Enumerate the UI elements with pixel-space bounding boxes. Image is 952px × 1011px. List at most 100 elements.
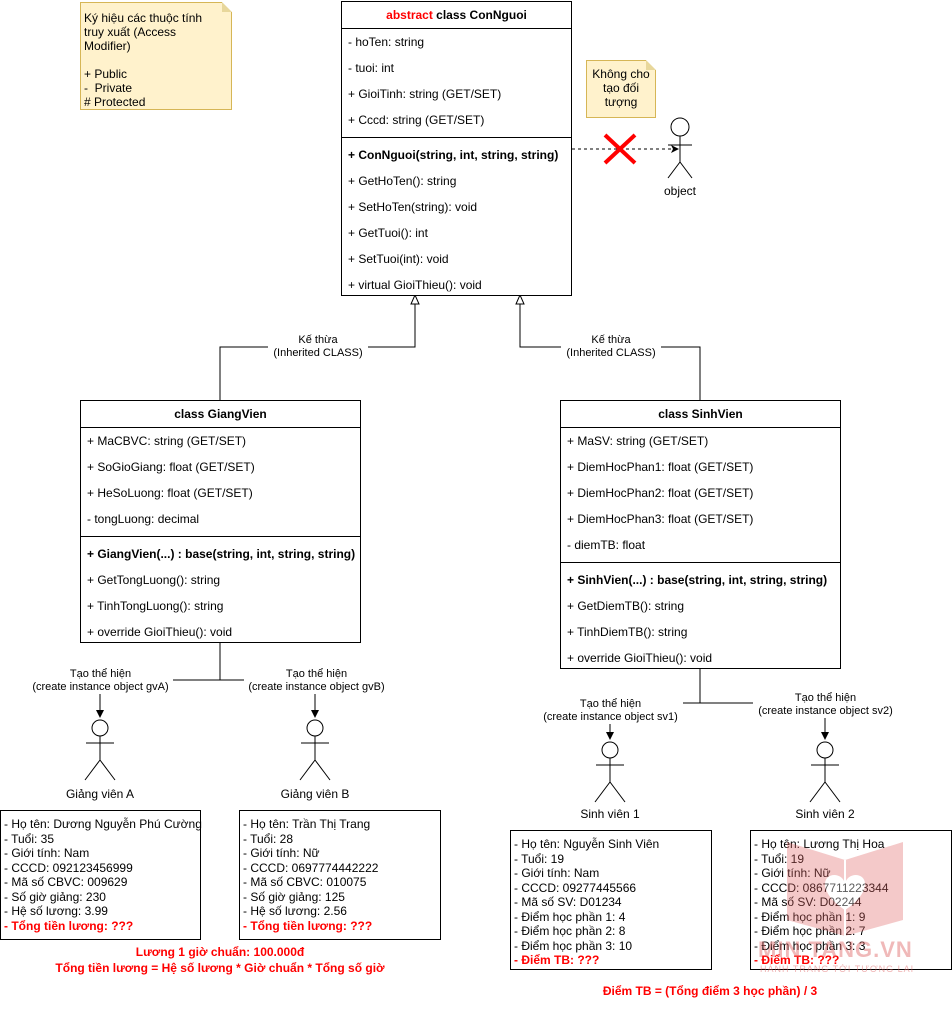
method: + SetTuoi(int): void: [348, 252, 449, 266]
info-line: - Hệ số lương: 3.99: [4, 904, 108, 918]
constructor: + ConNguoi(string, int, string, string): [348, 148, 559, 162]
info-line: - Giới tính: Nữ: [754, 866, 831, 880]
method: + override GioiThieu(): void: [567, 651, 713, 665]
class-con-nguoi-title: abstract class ConNguoi: [342, 2, 571, 29]
instance-label-sv1: Tạo thể hiện (create instance object sv1…: [538, 698, 683, 724]
attribute: + SoGioGiang: float (GET/SET): [87, 460, 255, 474]
method: + TinhTongLuong(): string: [87, 599, 224, 613]
class-giang-vien-title: class GiangVien: [81, 401, 360, 428]
gvB-info-box: - Họ tên: Trần Thị Trang - Tuổi: 28 - Gi…: [239, 810, 441, 940]
info-line: - Mã số SV: D01234: [514, 895, 622, 909]
watermark-brand: MIN TANG.VN: [758, 937, 913, 962]
attribute: + DiemHocPhan1: float (GET/SET): [567, 460, 754, 474]
method: + GetDiemTB(): string: [567, 599, 685, 613]
method: + SetHoTen(string): void: [348, 200, 478, 214]
info-line: - Số giờ giảng: 125: [243, 889, 345, 904]
info-line: - CCCD: 09277445566: [514, 880, 637, 895]
info-line: - Điểm học phần 3: 10: [514, 938, 633, 953]
legend-private: - Private: [84, 81, 133, 95]
info-line: - Tuổi: 19: [754, 851, 805, 866]
legend-public: + Public: [84, 67, 128, 81]
actor-sv2-label: Sinh viên 2: [795, 807, 855, 821]
watermark-slogan: HÀNH TRANG TỚI TƯƠNG LAI: [760, 964, 915, 974]
no-object-note: Không cho tạo đối tượng: [586, 60, 656, 118]
info-line: - Họ tên: Trần Thị Trang: [243, 817, 371, 831]
actor-gvB-label: Giảng viên B: [280, 787, 350, 801]
actor-sv1-label: Sinh viên 1: [580, 807, 640, 821]
actor-gvA-label: Giảng viên A: [65, 787, 135, 801]
gvA-info-box: - Họ tên: Dương Nguyễn Phú Cường - Tuổi:…: [0, 810, 202, 940]
info-line: - Mã số SV: D02244: [754, 895, 862, 909]
info-line: - Điểm học phần 3: 3: [754, 938, 866, 953]
attribute: - diemTB: float: [567, 538, 646, 552]
attribute: + DiemHocPhan2: float (GET/SET): [567, 486, 754, 500]
actor-sv2-icon: [809, 741, 841, 803]
info-line-total: - Điểm TB: ???: [754, 953, 840, 967]
info-line: - Số giờ giảng: 230: [4, 889, 106, 904]
method: + GetTuoi(): int: [348, 226, 428, 240]
inherit-arrow-gv: [410, 293, 420, 305]
constructor: + GiangVien(...) : base(string, int, str…: [87, 547, 356, 561]
method: + TinhDiemTB(): string: [567, 625, 688, 639]
method: + virtual GioiThieu(): void: [348, 278, 482, 292]
attribute: + Cccd: string (GET/SET): [348, 113, 485, 127]
attribute: - tuoi: int: [348, 61, 395, 75]
object-actor-label: object: [663, 184, 697, 198]
attribute: + MaCBVC: string (GET/SET): [87, 434, 247, 448]
dashed-object-arrow: [671, 145, 679, 153]
info-line: - Điểm học phần 2: 8: [514, 924, 626, 938]
attribute: + GioiTinh: string (GET/SET): [348, 87, 502, 101]
info-line: - Giới tính: Nam: [514, 866, 600, 880]
info-line: - Tuổi: 35: [4, 831, 55, 846]
method: + override GioiThieu(): void: [87, 625, 233, 639]
instance-label-gvA: Tạo thể hiện (create instance object gvA…: [28, 668, 173, 694]
info-line: - Tuổi: 28: [243, 831, 294, 846]
legend-title: Ký hiệu các thuộc tính truy xuất (Access…: [84, 11, 203, 53]
no-object-text: Không cho tạo đối tượng: [592, 67, 650, 109]
info-line: - Mã số CBVC: 010075: [243, 875, 367, 889]
info-line-total: - Tổng tiền lương: ???: [4, 918, 134, 933]
class-giang-vien[interactable]: class GiangVien + MaCBVC: string (GET/SE…: [80, 400, 361, 643]
class-sinh-vien[interactable]: class SinhVien + MaSV: string (GET/SET) …: [560, 400, 841, 669]
attribute: + MaSV: string (GET/SET): [567, 434, 709, 448]
info-line: - Họ tên: Lương Thị Hoa: [754, 837, 885, 851]
info-line: - Tuổi: 19: [514, 851, 565, 866]
attribute: + DiemHocPhan3: float (GET/SET): [567, 512, 754, 526]
instance-label-gvB: Tạo thể hiện (create instance object gvB…: [244, 668, 389, 694]
method: + GetHoTen(): string: [348, 174, 457, 188]
info-line: - Giới tính: Nữ: [243, 846, 320, 860]
sv1-info-box: - Họ tên: Nguyễn Sinh Viên - Tuổi: 19 - …: [510, 830, 712, 970]
instance-label-sv2: Tạo thể hiện (create instance object sv2…: [753, 692, 898, 718]
actor-sv1-icon: [594, 741, 626, 803]
info-line: - CCCD: 0697774442222: [243, 860, 379, 875]
method: + GetTongLuong(): string: [87, 573, 221, 587]
salary-formula-line2: Tổng tiền lương = Hệ số lương * Giờ chuẩ…: [55, 961, 385, 975]
info-line: - Điểm học phần 1: 9: [754, 909, 865, 924]
class-sinh-vien-title: class SinhVien: [561, 401, 840, 428]
class-con-nguoi[interactable]: abstract class ConNguoi - hoTen: string …: [341, 1, 572, 296]
info-line: - Mã số CBVC: 009629: [4, 875, 128, 889]
info-line: - CCCD: 0867711223344: [754, 880, 889, 895]
attribute: - tongLuong: decimal: [87, 512, 200, 526]
watermark-logo-icon: [787, 842, 903, 936]
info-line: - Điểm học phần 2: 7: [754, 924, 866, 938]
object-actor-icon: [667, 117, 693, 179]
info-line: - CCCD: 092123456999: [4, 860, 133, 875]
inherit-label-gv: Kế thừa (Inherited CLASS): [268, 334, 368, 360]
actor-gvA-icon: [84, 719, 116, 781]
legend-note: Ký hiệu các thuộc tính truy xuất (Access…: [80, 2, 232, 110]
info-line: - Giới tính: Nam: [4, 846, 90, 860]
inherit-label-sv: Kế thừa (Inherited CLASS): [561, 334, 661, 360]
legend-protected: # Protected: [84, 95, 146, 109]
info-line-total: - Điểm TB: ???: [514, 953, 600, 967]
info-line: - Họ tên: Nguyễn Sinh Viên: [514, 837, 660, 851]
inherit-arrow-sv: [515, 293, 525, 305]
actor-gvB-icon: [299, 719, 331, 781]
attribute: - hoTen: string: [348, 35, 425, 49]
constructor: + SinhVien(...) : base(string, int, stri…: [567, 573, 828, 587]
attribute: + HeSoLuong: float (GET/SET): [87, 486, 253, 500]
info-line: - Họ tên: Dương Nguyễn Phú Cường: [4, 817, 202, 831]
salary-formula-line1: Lương 1 giờ chuẩn: 100.000đ: [135, 945, 305, 959]
abstract-keyword: abstract: [386, 8, 433, 22]
gpa-formula: Điểm TB = (Tổng điểm 3 học phần) / 3: [602, 984, 818, 998]
